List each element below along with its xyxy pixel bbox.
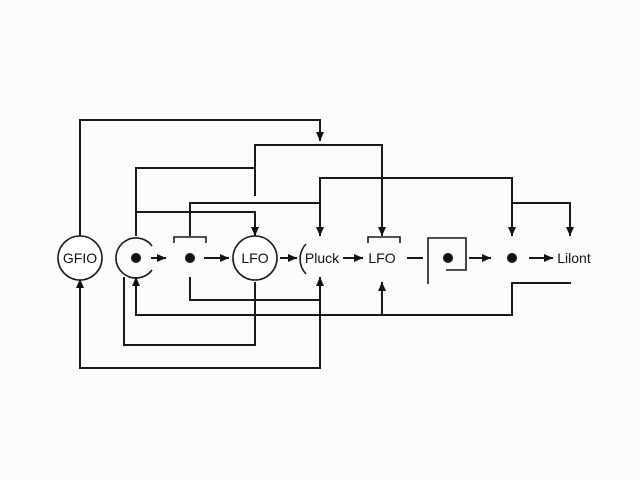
lfo-main-node[interactable]: LFO xyxy=(232,235,278,281)
box-dot xyxy=(443,253,453,263)
box-node[interactable] xyxy=(427,237,467,284)
junction-node-2[interactable] xyxy=(173,236,207,263)
wire-gfio-top-loop xyxy=(79,119,324,241)
wire-bottom-deep xyxy=(76,279,321,369)
gfio-node[interactable]: GFIO xyxy=(57,235,103,281)
wire-row3-loop xyxy=(135,167,256,236)
box-outline xyxy=(427,237,467,284)
wire-bottom-300 xyxy=(189,277,324,301)
junction-1-dot xyxy=(131,253,141,263)
junction-2-dot xyxy=(185,253,195,263)
wire-row5-loop xyxy=(135,211,259,236)
lfo-main-label: LFO xyxy=(241,250,268,266)
pluck-node[interactable]: Pluck xyxy=(299,243,340,275)
wire-row2-loop xyxy=(254,144,386,236)
pluck-label: Pluck xyxy=(305,250,340,266)
wire-row6-loop xyxy=(189,202,324,236)
wire-bottom-315 xyxy=(132,277,571,316)
gfio-label: GFIO xyxy=(63,250,97,266)
junction-node-3[interactable] xyxy=(507,253,517,263)
wire-row4-loop xyxy=(319,177,516,236)
pluck-arc xyxy=(299,243,307,275)
lfo-small-node[interactable]: LFO xyxy=(367,236,401,266)
lfo-small-bracket xyxy=(367,236,401,243)
output-label: Lilont xyxy=(557,250,591,266)
lfo-small-label: LFO xyxy=(368,250,395,266)
junction-1-arc xyxy=(115,237,153,279)
junction-node-1[interactable] xyxy=(115,237,153,279)
junction-2-bracket xyxy=(173,236,207,243)
wire-right-top xyxy=(511,202,574,236)
